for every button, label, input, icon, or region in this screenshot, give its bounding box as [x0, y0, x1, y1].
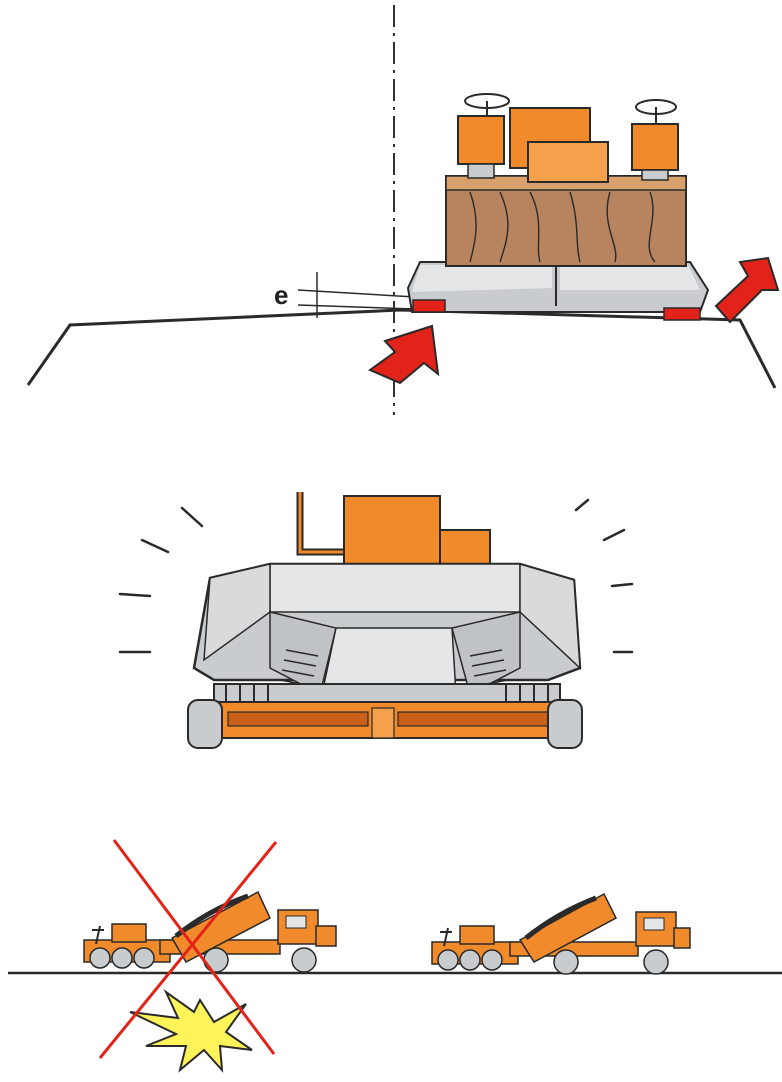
e-label: e: [274, 280, 288, 310]
e-dimension-line: [298, 305, 415, 309]
panel-cross-section: e: [28, 5, 778, 415]
e-dimension-line: [298, 290, 415, 297]
right-track: [548, 700, 582, 748]
scene-incorrect: [84, 840, 336, 1070]
collision-burst-icon: [130, 992, 252, 1070]
left-track: [188, 700, 222, 748]
left-skid: [413, 300, 445, 312]
red-arrow-icon: [370, 326, 438, 383]
right-skid: [664, 308, 700, 320]
paver-side: [408, 94, 708, 320]
panel-paver-front: [120, 492, 632, 748]
exhaust-pipe: [300, 492, 344, 552]
scene-correct: [432, 894, 690, 974]
panel-truck-docking: [8, 840, 782, 1070]
red-arrow-icon: [716, 258, 778, 322]
